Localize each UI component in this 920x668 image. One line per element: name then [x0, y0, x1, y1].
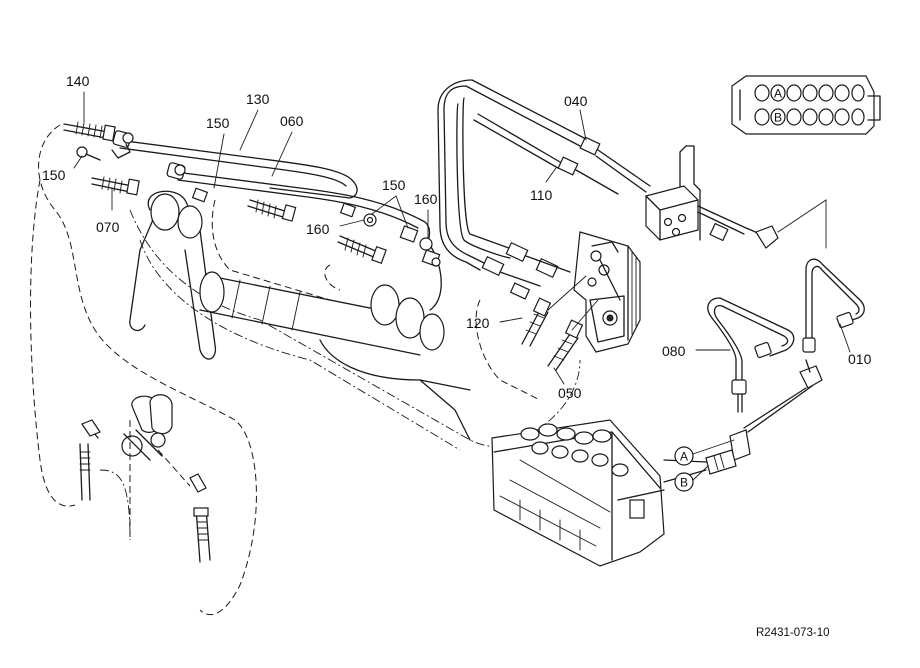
callout-150-top: 150: [206, 115, 230, 131]
cylinder-clevis: [419, 313, 445, 351]
callout-040: 040: [564, 93, 588, 109]
pilot-pipes-130-060: [111, 130, 442, 311]
callout-140: 140: [66, 73, 90, 89]
hose-fittings: [63, 121, 441, 267]
cylinder-end-cap: [199, 271, 225, 313]
pilot-hoses-040-110: [437, 79, 651, 300]
valve-spool-caps: [520, 423, 629, 477]
callout-120: 120: [466, 315, 490, 331]
callout-130: 130: [246, 91, 270, 107]
pipe-nut-080: [731, 379, 747, 395]
pivot-boss-left: [150, 193, 180, 231]
hose-fitting-lower-2: [505, 241, 529, 263]
fitting-060: [247, 199, 297, 222]
fitting-050: [547, 319, 584, 371]
hose-end-110: [557, 156, 579, 176]
port-layout-inset: A B: [731, 75, 881, 135]
pipe-nut-010-end: [836, 311, 854, 329]
steel-lines-080-010: [705, 258, 865, 475]
hose-end-040: [579, 136, 601, 156]
fitting-140: [63, 121, 116, 142]
valve-port-block: [629, 499, 645, 519]
hose-fitting-lower-3: [509, 282, 531, 300]
fitting-160-left: [337, 235, 387, 265]
cylinder-gland: [370, 284, 400, 326]
port-markers: A B: [674, 439, 735, 492]
callout-010: 010: [848, 351, 872, 367]
fitting-150-mid: [191, 187, 209, 203]
elbow-fitting: [755, 225, 779, 249]
leader-lines: [73, 91, 851, 385]
clamp-bolt: [174, 164, 186, 176]
callout-150-left: 150: [42, 167, 66, 183]
callout-070: 070: [96, 219, 120, 235]
pipe-nut-080-end: [754, 341, 772, 359]
pipe-nut-010: [802, 337, 816, 353]
pilot-handle-assembly: [79, 394, 211, 563]
callout-160-left: 160: [306, 221, 330, 237]
inset-port-b-label: B: [774, 111, 782, 125]
drawing-reference-code: R2431-073-10: [756, 627, 830, 639]
elbow-connector: [799, 365, 823, 389]
pilot-valve-block: [521, 231, 641, 371]
callout-050: 050: [558, 385, 582, 401]
machine-outline: [30, 124, 581, 616]
pivot-boss-right: [177, 205, 203, 239]
manifold-bracket: [645, 145, 827, 249]
callout-060: 060: [280, 113, 304, 129]
hose-fitting-lower-1: [481, 255, 505, 277]
inset-port-row-b: [754, 108, 865, 126]
port-b-marker: [674, 472, 694, 492]
clamp-bolt: [122, 132, 134, 144]
fitting-150-left: [76, 146, 101, 161]
port-b-fitting: [705, 449, 737, 475]
fitting-120: [521, 297, 552, 347]
boom-cylinder-assembly: [129, 190, 471, 441]
hose-fitting-lower-4: [535, 257, 559, 279]
callout-080: 080: [662, 343, 686, 359]
control-valve: [491, 419, 707, 567]
callout-150-mid: 150: [382, 177, 406, 193]
callout-labels: 140 130 150 060 150 070 150 160 160 040 …: [42, 73, 872, 401]
inset-port-row-a: [754, 84, 865, 102]
port-a-label: A: [680, 450, 688, 464]
callout-160-right: 160: [414, 191, 438, 207]
fitting-group-150-160: [339, 202, 441, 267]
inset-port-a-label: A: [774, 87, 782, 101]
fitting-070: [91, 176, 140, 196]
port-a-marker: [674, 446, 694, 466]
port-b-label: B: [680, 476, 688, 490]
callout-110: 110: [530, 187, 553, 203]
